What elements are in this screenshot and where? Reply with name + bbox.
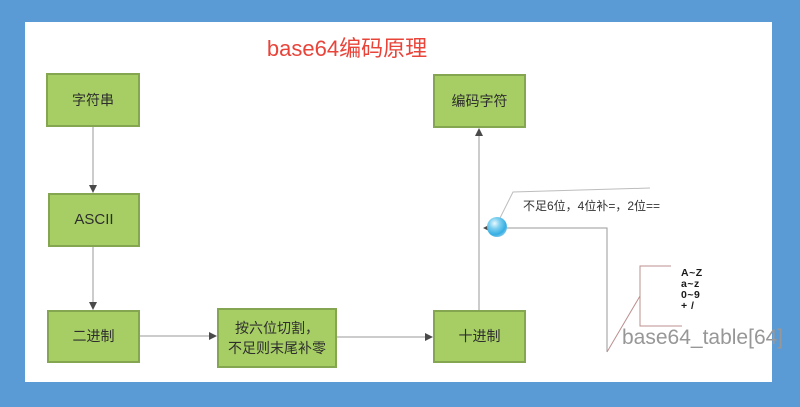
- base64-table-label: base64_table[64]: [622, 326, 784, 349]
- arrowhead-down-icon: [89, 302, 97, 310]
- padding-note: 不足6位，4位补=，2位==: [523, 199, 661, 213]
- charset-line-lower: a~z: [681, 278, 700, 290]
- charset-line-symbols: + /: [681, 300, 695, 312]
- arrowhead-down-icon: [89, 185, 97, 193]
- charset-list: A~Z a~z 0~9 + /: [681, 268, 703, 312]
- node-binary[interactable]: 二进制: [47, 310, 140, 363]
- node-decimal[interactable]: 十进制: [433, 310, 526, 363]
- arrowhead-right-icon: [209, 332, 217, 340]
- diagram-title: base64编码原理: [266, 36, 428, 61]
- connection-point-dot[interactable]: [487, 217, 507, 237]
- node-string[interactable]: 字符串: [46, 73, 140, 127]
- arrowhead-up-icon: [475, 128, 483, 136]
- node-split[interactable]: 按六位切割， 不足则末尾补零: [217, 308, 337, 368]
- charset-line-digits: 0~9: [681, 289, 701, 301]
- node-ascii[interactable]: ASCII: [48, 193, 140, 247]
- arrowhead-right-icon: [425, 333, 433, 341]
- node-encoded[interactable]: 编码字符: [433, 74, 526, 128]
- charset-bracket: [639, 265, 682, 327]
- charset-line-upper: A~Z: [681, 267, 703, 279]
- diagram-canvas: base64编码原理 字符串 ASCII 二进制 按六位切割， 不足则末尾补零 …: [25, 22, 783, 382]
